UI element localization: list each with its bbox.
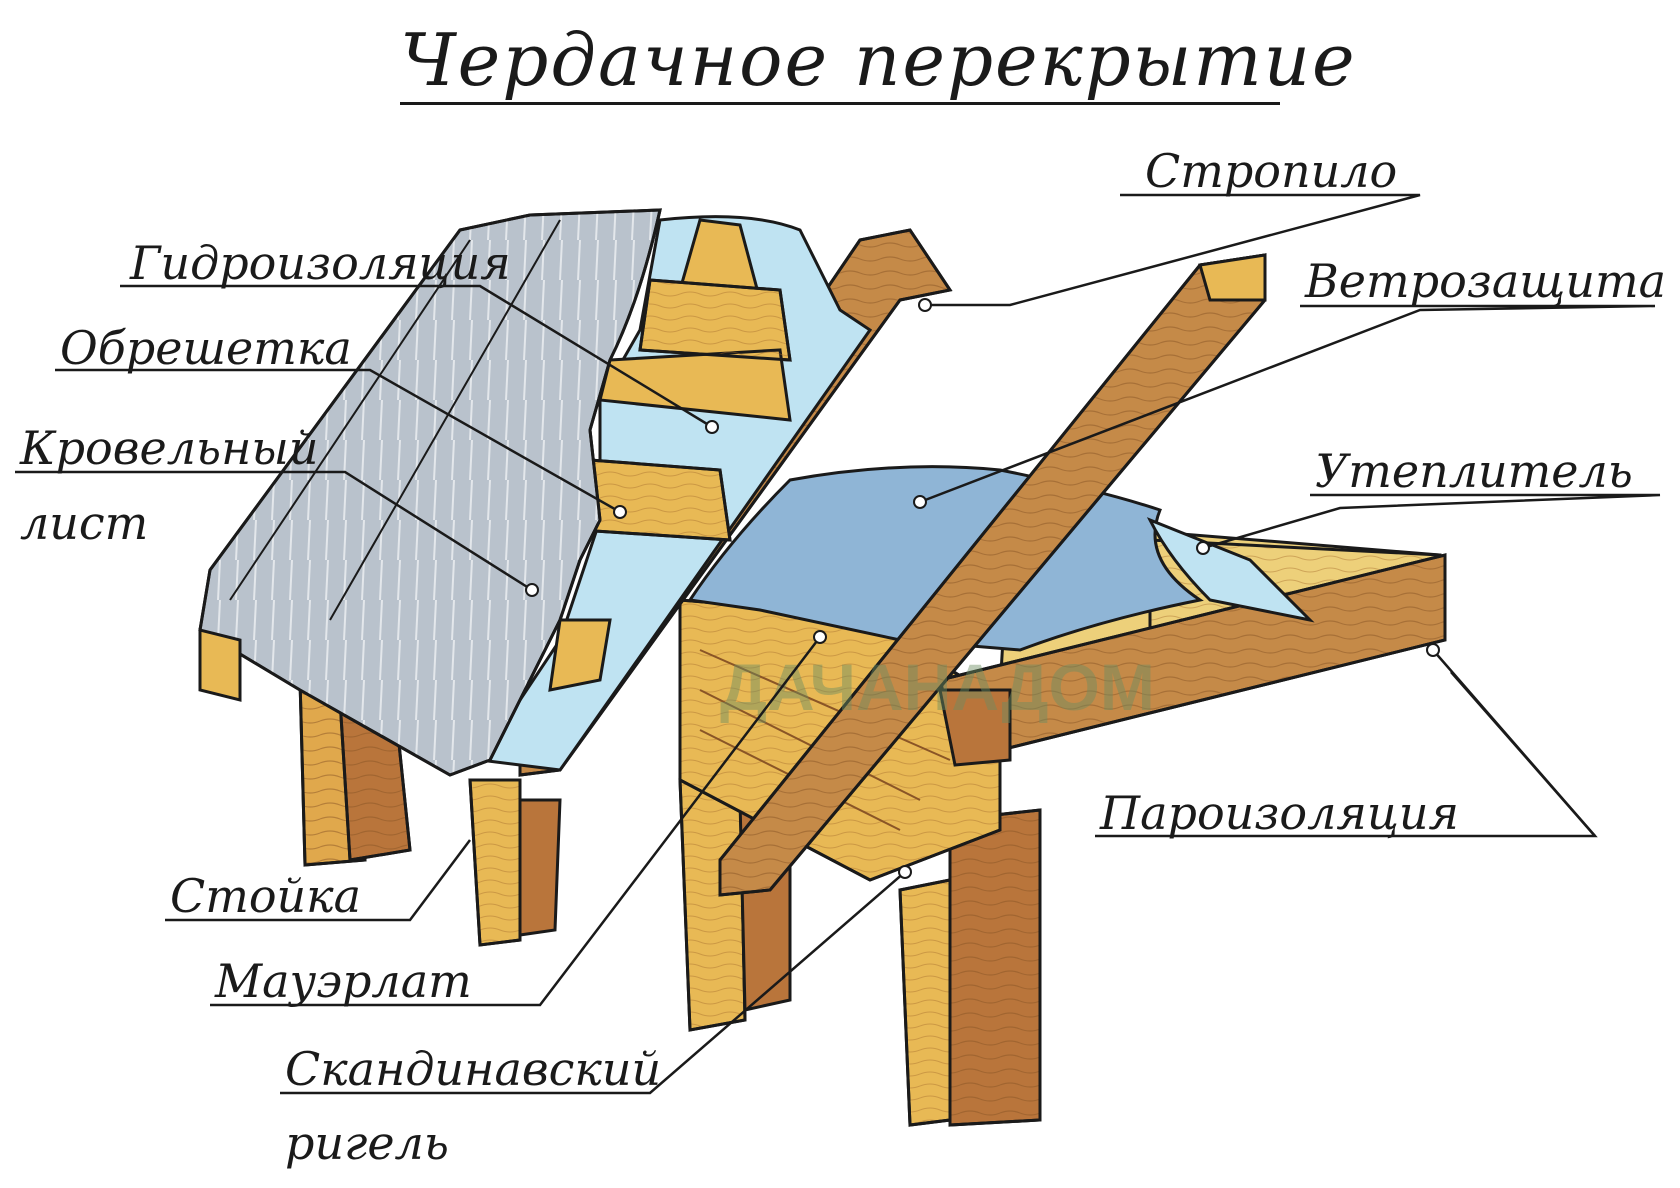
leader-lines	[15, 193, 1661, 1095]
label-roof-sheet-2: лист	[20, 496, 149, 550]
label-wind: Ветрозащита	[1305, 254, 1667, 308]
roof-sheet	[198, 208, 662, 777]
watermark-logo: ДАЧАНАДОМ	[720, 650, 1155, 724]
leader-dots	[525, 298, 1440, 879]
label-vapor: Пароизоляция	[1100, 786, 1460, 840]
label-girder-2: ригель	[285, 1116, 449, 1170]
label-rafter: Стропило	[1145, 144, 1398, 198]
diagram-title: Чердачное перекрытие	[400, 18, 1357, 102]
label-girder-1: Скандинавский	[285, 1042, 662, 1096]
label-hydro: Гидроизоляция	[130, 236, 511, 290]
label-batten: Обрешетка	[60, 321, 352, 375]
post-group	[298, 678, 1042, 1127]
title-underline	[400, 102, 1280, 105]
label-mauerlat: Мауэрлат	[215, 954, 472, 1008]
label-post: Стойка	[170, 869, 362, 923]
battens	[548, 218, 792, 692]
label-roof-sheet-1: Кровельный	[20, 421, 319, 475]
label-insulation: Утеплитель	[1315, 444, 1633, 498]
